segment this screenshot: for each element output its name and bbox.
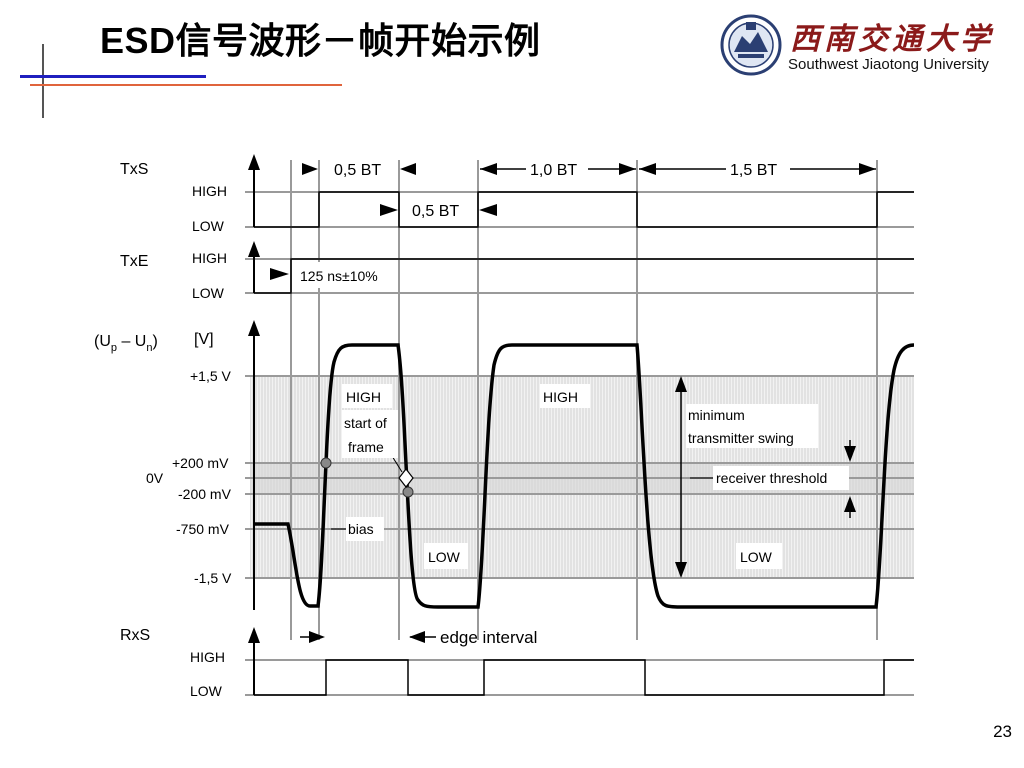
- label-unit: [V]: [194, 331, 214, 348]
- label-rxs-high: HIGH: [190, 649, 225, 665]
- label-bt05-lower: 0,5 BT: [412, 203, 459, 220]
- label-txs: TxS: [120, 161, 148, 178]
- label-low-2: LOW: [740, 549, 773, 565]
- label-high-2: HIGH: [543, 389, 578, 405]
- label-txe-high: HIGH: [192, 250, 227, 266]
- label-txs-low: LOW: [192, 218, 225, 234]
- decor-blue-line: [20, 75, 206, 78]
- label-bias: bias: [348, 521, 374, 537]
- label-rxs: RxS: [120, 627, 150, 644]
- label-txs-high: HIGH: [192, 183, 227, 199]
- differential-waveform: [254, 343, 915, 609]
- crossing-marker-neg200mv: [402, 486, 414, 498]
- label-frame: frame: [348, 439, 384, 455]
- slide-title: ESD信号波形－帧开始示例: [100, 20, 541, 61]
- label-bt10: 1,0 BT: [530, 162, 577, 179]
- label-receiver-threshold: receiver threshold: [716, 470, 827, 486]
- timing-guide-lines: [290, 160, 878, 640]
- label-v-neg750: -750 mV: [176, 521, 230, 537]
- txs-waveform: [254, 191, 914, 228]
- label-bt05-top: 0,5 BT: [334, 162, 381, 179]
- label-rxs-low: LOW: [190, 683, 223, 699]
- label-v-neg200: -200 mV: [178, 486, 232, 502]
- university-logo: 西南交通大学 Southwest Jiaotong University: [718, 12, 1018, 82]
- label-v-pos200: +200 mV: [172, 455, 229, 471]
- page-number: 23: [993, 722, 1012, 741]
- start-of-frame-marker: [398, 468, 414, 488]
- crossing-marker-200mv: [320, 457, 332, 469]
- label-transmitter-swing: transmitter swing: [688, 430, 794, 446]
- university-emblem-icon: [720, 14, 782, 76]
- university-name-cn: 西南交通大学: [790, 22, 994, 57]
- label-edge-interval: edge interval: [440, 628, 537, 647]
- txe-waveform: [254, 258, 914, 294]
- label-low-1: LOW: [428, 549, 461, 565]
- label-v-neg15: -1,5 V: [194, 570, 232, 586]
- label-bt15: 1,5 BT: [730, 162, 777, 179]
- decor-orange-line: [30, 84, 342, 86]
- label-txe: TxE: [120, 253, 148, 270]
- label-backgrounds: [298, 156, 849, 569]
- label-start-of: start of: [344, 415, 387, 431]
- axes: [248, 154, 260, 695]
- leader-lines: [331, 477, 714, 530]
- label-v-pos15: +1,5 V: [190, 368, 232, 384]
- label-diff-voltage: (Up – Un): [94, 333, 158, 354]
- rxs-waveform: [254, 659, 914, 696]
- label-txe-low: LOW: [192, 285, 225, 301]
- label-txe-delay: 125 ns±10%: [300, 268, 378, 284]
- label-minimum: minimum: [688, 407, 745, 423]
- label-v-zero: 0V: [146, 470, 164, 486]
- decor-vertical-line: [42, 44, 44, 118]
- timing-arrows: [270, 163, 876, 643]
- university-name-en: Southwest Jiaotong University: [788, 56, 989, 73]
- label-high-1: HIGH: [346, 389, 381, 405]
